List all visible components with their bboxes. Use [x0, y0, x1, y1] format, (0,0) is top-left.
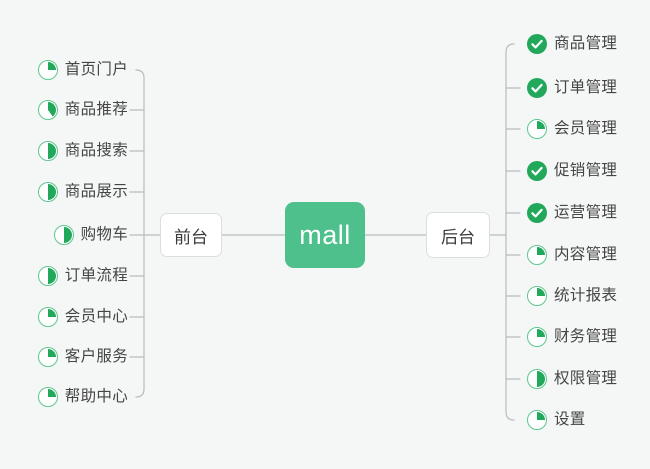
pie-progress-icon [53, 225, 74, 245]
leaf-label: 会员中心 [64, 308, 128, 326]
pie-progress-icon [37, 100, 58, 120]
leaf-item-会员管理[interactable]: 会员管理 [527, 116, 617, 142]
root-node-mall[interactable]: mall [285, 202, 365, 268]
leaf-item-会员中心[interactable]: 会员中心 [0, 304, 128, 330]
pie-progress-icon [37, 347, 58, 367]
leaf-item-促销管理[interactable]: 促销管理 [527, 158, 617, 184]
leaf-item-首页门户[interactable]: 首页门户 [0, 57, 128, 83]
pie-progress-icon [527, 245, 547, 265]
pie-wedge [39, 349, 56, 365]
leaf-item-权限管理[interactable]: 权限管理 [527, 366, 617, 392]
leaf-label: 会员管理 [554, 120, 618, 138]
pie-progress-icon [527, 369, 547, 389]
pie-wedge [39, 389, 56, 405]
leaf-label: 促销管理 [554, 162, 618, 180]
leaf-item-统计报表[interactable]: 统计报表 [527, 283, 617, 309]
leaf-label: 商品展示 [64, 183, 128, 201]
pie-wedge [39, 62, 56, 78]
pie-wedge [39, 143, 56, 159]
pie-progress-icon [37, 387, 58, 407]
pie-wedge [529, 412, 545, 428]
leaf-item-订单管理[interactable]: 订单管理 [527, 75, 617, 101]
pie-wedge [529, 247, 545, 263]
leaf-label: 设置 [554, 411, 586, 429]
branch-node-backend[interactable]: 后台 [426, 212, 490, 258]
pie-wedge [39, 268, 56, 284]
leaf-item-运营管理[interactable]: 运营管理 [527, 200, 617, 226]
right-spine [505, 43, 515, 421]
leaf-item-购物车[interactable]: 购物车 [0, 222, 128, 248]
leaf-item-财务管理[interactable]: 财务管理 [527, 324, 617, 350]
leaf-label: 订单管理 [554, 79, 618, 97]
leaf-label: 帮助中心 [64, 388, 128, 406]
pie-progress-icon [37, 60, 58, 80]
pie-wedge [529, 329, 545, 345]
leaf-item-帮助中心[interactable]: 帮助中心 [0, 384, 128, 410]
pie-progress-icon [527, 410, 547, 430]
pie-progress-icon [527, 327, 547, 347]
pie-wedge [529, 121, 545, 137]
leaf-item-设置[interactable]: 设置 [527, 407, 586, 433]
leaf-label: 商品管理 [554, 35, 618, 53]
leaf-label: 财务管理 [554, 328, 618, 346]
pie-progress-icon [527, 286, 547, 306]
check-circle-icon [527, 203, 547, 223]
left-spine [135, 69, 145, 398]
leaf-item-内容管理[interactable]: 内容管理 [527, 242, 617, 268]
check-circle-icon [527, 78, 547, 98]
leaf-item-商品搜索[interactable]: 商品搜索 [0, 138, 128, 164]
pie-progress-icon [37, 307, 58, 327]
pie-wedge [529, 371, 545, 387]
leaf-label: 统计报表 [554, 287, 618, 305]
leaf-label: 商品搜索 [64, 142, 128, 160]
pie-progress-icon [527, 119, 547, 139]
leaf-item-商品管理[interactable]: 商品管理 [527, 31, 617, 57]
pie-wedge [39, 184, 56, 200]
pie-wedge [39, 102, 56, 118]
leaf-label: 权限管理 [554, 370, 618, 388]
leaf-item-商品展示[interactable]: 商品展示 [0, 179, 128, 205]
pie-wedge [529, 288, 545, 304]
leaf-label: 首页门户 [64, 61, 128, 79]
leaf-label: 订单流程 [64, 267, 128, 285]
pie-wedge [39, 309, 56, 325]
check-circle-icon [527, 161, 547, 181]
pie-progress-icon [37, 266, 58, 286]
pie-progress-icon [37, 141, 58, 161]
check-circle-icon [527, 34, 547, 54]
leaf-item-订单流程[interactable]: 订单流程 [0, 263, 128, 289]
leaf-label: 运营管理 [554, 204, 618, 222]
leaf-item-商品推荐[interactable]: 商品推荐 [0, 97, 128, 123]
pie-progress-icon [37, 182, 58, 202]
pie-wedge [55, 227, 72, 243]
branch-node-frontend[interactable]: 前台 [160, 213, 222, 257]
leaf-item-客户服务[interactable]: 客户服务 [0, 344, 128, 370]
leaf-label: 购物车 [80, 226, 128, 244]
leaf-label: 商品推荐 [64, 101, 128, 119]
leaf-label: 内容管理 [554, 246, 618, 264]
leaf-label: 客户服务 [64, 348, 128, 366]
